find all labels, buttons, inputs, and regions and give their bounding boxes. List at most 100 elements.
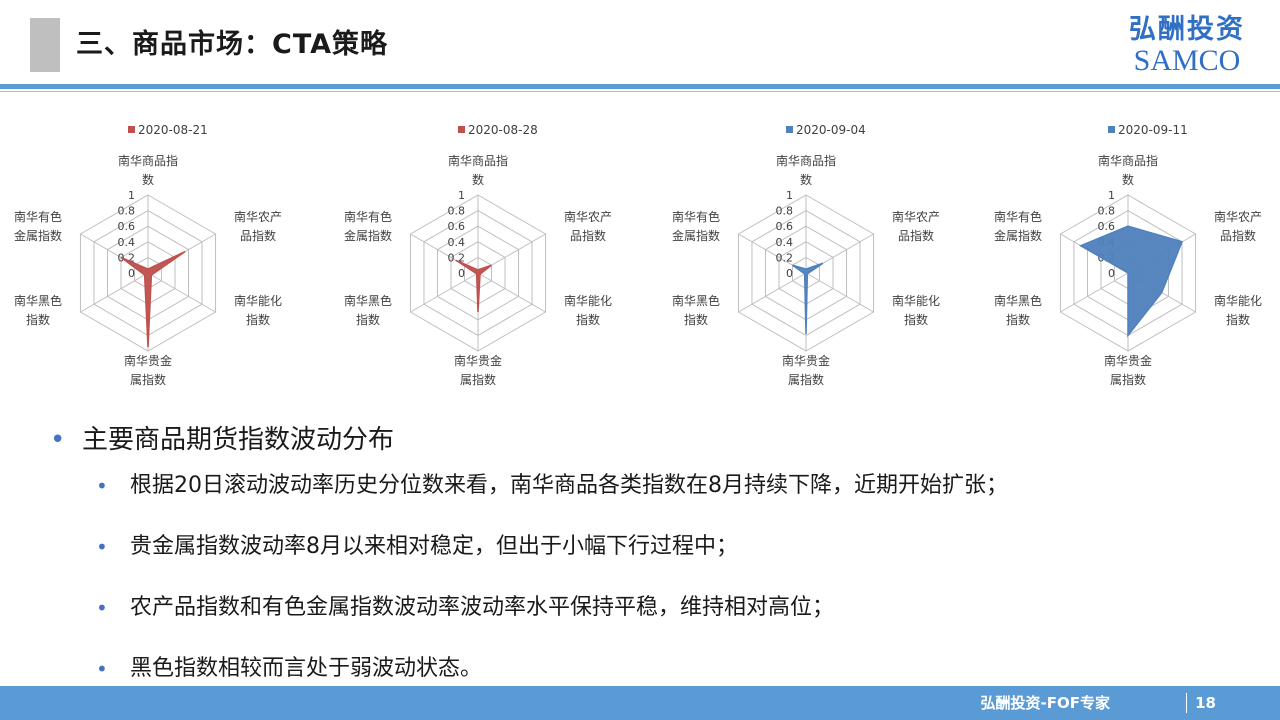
radar-category-line: 南华黑色 [672,293,720,308]
radar-category-line: 南华商品指 [776,153,836,168]
radar-category-line: 品指数 [240,228,276,243]
radar-tick-label: 0 [786,267,793,280]
radar-category-line: 指数 [684,312,708,327]
radar-spoke [805,272,874,313]
radar-tick-label: 1 [786,189,793,202]
sub-bullet-item: 农产品指数和有色金属指数波动率波动率水平保持平稳，维持相对高位； [50,592,1250,624]
sub-bullet-item: 贵金属指数波动率8月以来相对稳定，但出于小幅下行过程中； [50,531,1250,563]
radar-category-line: 南华农产 [892,209,940,224]
header-divider [0,84,1280,89]
radar-category-line: 南华贵金 [124,353,172,368]
sub-bullet-item: 根据20日滚动波动率历史分位数来看，南华商品各类指数在8月持续下降，近期开始扩张… [50,470,1250,502]
radar-category-line: 南华农产 [1214,209,1262,224]
radar-category-label: 南华能化指数 [892,293,940,327]
radar-category-line: 数 [800,172,812,187]
radar-category-line: 南华有色 [344,209,392,224]
radar-spoke [1060,272,1129,313]
radar-chart: 00.20.40.60.81南华商品指数南华农产品指数南华能化指数南华贵金属指数… [14,123,282,387]
radar-category-line: 数 [1122,172,1134,187]
radar-category-line: 金属指数 [14,228,62,243]
radar-chart: 00.20.40.60.81南华商品指数南华农产品指数南华能化指数南华贵金属指数… [344,123,612,387]
radar-spoke [80,272,149,313]
radar-category-line: 指数 [576,312,600,327]
radar-tick-label: 0.4 [448,236,466,249]
legend-label: 2020-09-11 [1118,123,1188,137]
radar-category-line: 南华有色 [994,209,1042,224]
radar-category-label: 南华商品指数 [1098,153,1158,187]
radar-category-line: 指数 [1006,312,1030,327]
radar-category-line: 南华能化 [234,293,282,308]
radar-category-label: 南华黑色指数 [344,293,392,327]
radar-category-label: 南华商品指数 [776,153,836,187]
sub-bullet-list: 根据20日滚动波动率历史分位数来看，南华商品各类指数在8月持续下降，近期开始扩张… [50,470,1250,685]
radar-category-line: 南华贵金 [454,353,502,368]
radar-category-label: 南华能化指数 [564,293,612,327]
radar-category-line: 属指数 [1110,372,1146,387]
radar-tick-label: 0 [128,267,135,280]
title-accent-bar [30,18,60,72]
radar-category-label: 南华有色金属指数 [344,209,392,243]
radar-category-line: 品指数 [898,228,934,243]
radar-category-label: 南华贵金属指数 [454,353,502,387]
logo-english: SAMCO [1133,44,1241,77]
radar-category-label: 南华能化指数 [1214,293,1262,327]
radar-chart: 00.20.40.60.81南华商品指数南华农产品指数南华能化指数南华贵金属指数… [994,123,1262,387]
radar-category-line: 南华商品指 [448,153,508,168]
radar-category-line: 南华黑色 [14,293,62,308]
radar-category-label: 南华商品指数 [448,153,508,187]
radar-category-line: 南华有色 [672,209,720,224]
radar-category-label: 南华贵金属指数 [124,353,172,387]
radar-tick-label: 0 [458,267,465,280]
radar-series-area [455,259,492,313]
radar-tick-label: 0.8 [776,205,794,218]
radar-category-line: 南华贵金 [782,353,830,368]
footer-text: 弘酬投资-FOF专家 [980,694,1110,712]
radar-category-line: 指数 [246,312,270,327]
radar-category-line: 指数 [904,312,928,327]
radar-charts: 00.20.40.60.81南华商品指数南华农产品指数南华能化指数南华贵金属指数… [14,123,1262,387]
radar-category-line: 指数 [356,312,380,327]
radar-category-label: 南华黑色指数 [672,293,720,327]
radar-category-line: 南华能化 [1214,293,1262,308]
radar-category-line: 品指数 [1220,228,1256,243]
radar-category-line: 指数 [26,312,50,327]
radar-series-area [1079,225,1184,338]
radar-category-line: 数 [472,172,484,187]
radar-spoke [147,272,216,313]
radar-tick-label: 0.8 [1098,205,1116,218]
radar-tick-label: 0.6 [448,220,466,233]
radar-series-area [792,262,824,334]
radar-category-line: 南华贵金 [1104,353,1152,368]
radar-category-line: 金属指数 [344,228,392,243]
radar-tick-label: 1 [1108,189,1115,202]
radar-spoke [477,272,546,313]
radar-category-label: 南华农产品指数 [892,209,940,243]
legend-swatch [1108,126,1115,133]
radar-tick-label: 0.6 [1098,220,1116,233]
legend-swatch [786,126,793,133]
radar-category-label: 南华有色金属指数 [14,209,62,243]
radar-tick-label: 0.2 [448,251,466,264]
legend-swatch [128,126,135,133]
radar-category-label: 南华贵金属指数 [1104,353,1152,387]
radar-category-label: 南华能化指数 [234,293,282,327]
bullet-list: 主要商品期货指数波动分布 根据20日滚动波动率历史分位数来看，南华商品各类指数在… [50,420,1250,714]
radar-category-line: 南华有色 [14,209,62,224]
radar-spoke [738,272,807,313]
radar-category-line: 南华能化 [892,293,940,308]
radar-series-area [120,250,186,348]
radar-category-line: 金属指数 [672,228,720,243]
legend-swatch [458,126,465,133]
radar-category-line: 属指数 [460,372,496,387]
sub-bullet-item: 黑色指数相较而言处于弱波动状态。 [50,653,1250,685]
radar-tick-label: 0.6 [118,220,136,233]
radar-category-line: 南华黑色 [994,293,1042,308]
page-title: 三、商品市场：CTA策略 [76,29,389,60]
radar-category-label: 南华贵金属指数 [782,353,830,387]
radar-tick-label: 0.6 [776,220,794,233]
radar-category-line: 南华商品指 [118,153,178,168]
radar-category-label: 南华有色金属指数 [994,209,1042,243]
radar-category-label: 南华农产品指数 [564,209,612,243]
radar-category-label: 南华黑色指数 [994,293,1042,327]
radar-category-line: 品指数 [570,228,606,243]
